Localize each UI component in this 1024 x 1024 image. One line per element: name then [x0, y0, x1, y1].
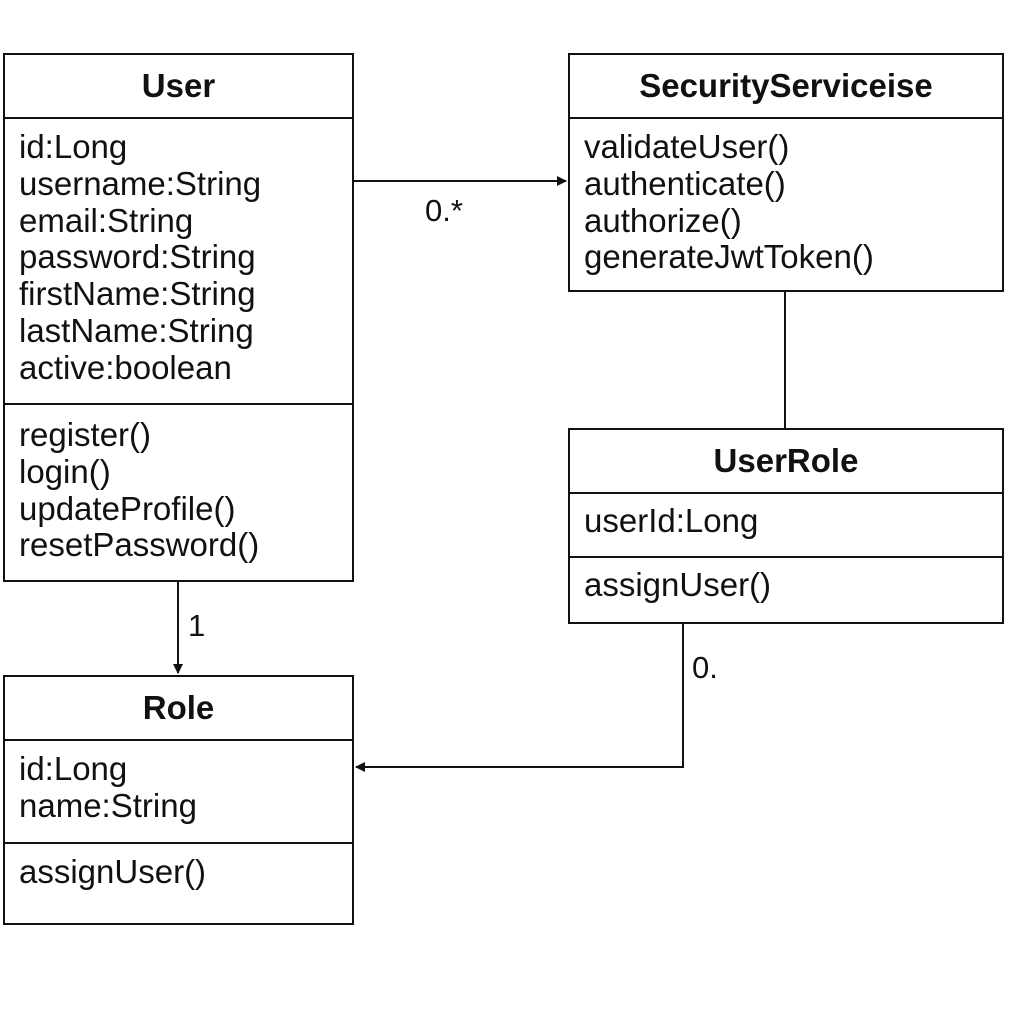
operation-authorize: authorize()	[584, 201, 742, 239]
class-name-user-role: UserRole	[570, 430, 1002, 494]
attribute-lastname: lastName:String	[19, 311, 254, 349]
operation-update-profile: updateProfile()	[19, 489, 236, 527]
class-name-role: Role	[5, 677, 352, 741]
operations-user-role: assignUser()	[570, 558, 1002, 604]
multiplicity-user-security: 0.*	[425, 193, 463, 228]
operation-assign-user: assignUser()	[584, 566, 772, 603]
attribute-username: username:String	[19, 164, 262, 202]
attributes-user: id:Long username:String email:String pas…	[5, 119, 352, 405]
operation-generate-jwt-token: generateJwtToken()	[584, 238, 874, 276]
operation-login: login()	[19, 452, 111, 490]
attribute-firstname: firstName:String	[19, 275, 256, 313]
attribute-active: active:boolean	[19, 348, 232, 386]
operations-user: register() login() updateProfile() reset…	[5, 405, 352, 564]
attribute-role-name: name:String	[19, 786, 197, 824]
class-role: Role id:Long name:String assignUser()	[3, 675, 354, 925]
operation-role-assign-user: assignUser()	[19, 853, 207, 890]
attributes-role: id:Long name:String	[5, 741, 352, 844]
operation-register: register()	[19, 416, 152, 453]
attribute-email: email:String	[19, 201, 194, 239]
operation-reset-password: resetPassword()	[19, 526, 260, 564]
class-user: User id:Long username:String email:Strin…	[3, 53, 354, 582]
multiplicity-userrole-role: 0.	[692, 650, 718, 685]
attribute-password: password:String	[19, 238, 256, 276]
class-security-service: SecurityServiceise validateUser() authen…	[568, 53, 1004, 292]
class-name-security-service: SecurityServiceise	[570, 55, 1002, 119]
attribute-role-id: id:Long	[19, 750, 128, 787]
operation-validate-user: validateUser()	[584, 128, 790, 165]
operations-security-service: validateUser() authenticate() authorize(…	[570, 119, 1002, 276]
class-user-role: UserRole userId:Long assignUser()	[568, 428, 1004, 624]
attribute-user-id: userId:Long	[584, 502, 759, 539]
attribute-id: id:Long	[19, 128, 128, 165]
multiplicity-user-role: 1	[188, 608, 206, 643]
attributes-user-role: userId:Long	[570, 494, 1002, 558]
operation-authenticate: authenticate()	[584, 164, 786, 202]
operations-role: assignUser()	[5, 844, 352, 891]
association-userrole-role	[355, 624, 684, 772]
class-name-user: User	[5, 55, 352, 119]
